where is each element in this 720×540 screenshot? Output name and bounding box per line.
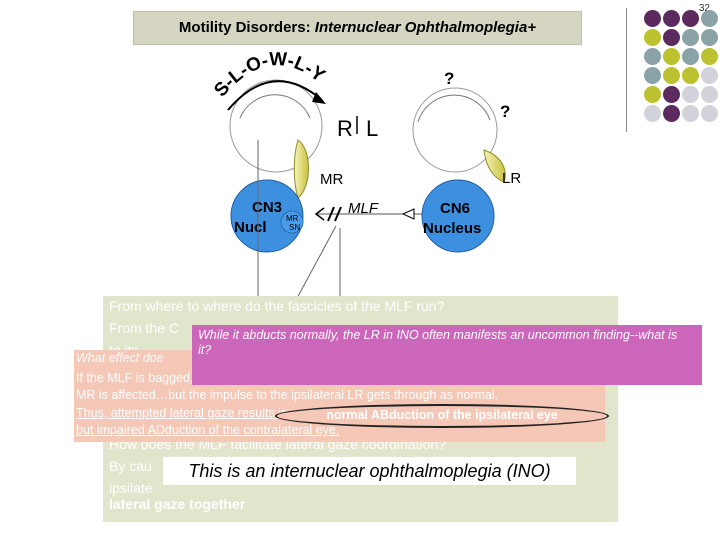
decorative-dot <box>701 29 718 46</box>
decorative-dot <box>682 67 699 84</box>
left-eye <box>412 87 498 173</box>
decorative-dot <box>682 10 699 27</box>
mlf-arrow-right <box>401 208 415 220</box>
mr-subnucleus <box>280 210 304 234</box>
green-a2-cont: ipsilate <box>109 480 153 496</box>
decorative-dot <box>663 105 680 122</box>
decorative-dot <box>644 48 661 65</box>
lesion-slash-1 <box>327 206 335 222</box>
lr-label: LR <box>502 170 521 187</box>
green-a2-start: By cau <box>109 458 152 474</box>
left-eye-lid-line <box>417 94 491 123</box>
decorative-dot <box>701 105 718 122</box>
decorative-dot <box>663 86 680 103</box>
green-a2-bold: lateral gaze together <box>109 496 246 512</box>
decorative-dot <box>701 67 718 84</box>
abduction-callout: normal ABduction of the ipsilateral eye <box>275 404 609 428</box>
mlf-label: MLF <box>348 200 379 217</box>
decorative-dot <box>644 105 661 122</box>
lateral-rectus-muscle <box>483 149 506 183</box>
decorative-dot <box>682 29 699 46</box>
cn3-nucleus <box>230 179 304 253</box>
question-mark-2: ? <box>500 102 510 121</box>
slowly-arrowhead <box>312 92 326 104</box>
cn3-label-line2: Nucl <box>234 219 267 236</box>
decorative-dot <box>644 29 661 46</box>
cn6-label-line2: Nucleus <box>423 220 481 237</box>
right-eye-lid-line <box>239 94 311 119</box>
pointer-line-2 <box>295 225 337 300</box>
decorative-dot <box>644 67 661 84</box>
salmon-line-2: MR is affected…but the impulse to the ip… <box>76 388 499 402</box>
decorative-dot <box>682 105 699 122</box>
salmon-question: What effect doe <box>76 351 164 365</box>
decorative-dot <box>663 10 680 27</box>
decorative-dot <box>701 48 718 65</box>
salmon-line-4: but impaired ADduction of the contralate… <box>76 423 340 437</box>
mr-subnucleus-label2: SN <box>289 223 300 232</box>
question-mark-1: ? <box>444 69 454 88</box>
decorative-dot <box>701 86 718 103</box>
divider-line <box>626 8 627 132</box>
right-side-label: R <box>337 116 353 141</box>
title-main: Motility Disorders: <box>178 19 315 36</box>
decorative-dot <box>701 10 718 27</box>
eye-diagram: S-L-O-W-L-Y ? ? R L MR LR CN3 Nucl MR SN… <box>210 49 521 300</box>
title-italic: Internuclear Ophthalmoplegia+ <box>314 19 537 36</box>
green-a1-start: From the C <box>109 320 180 336</box>
page-number: 32 <box>698 3 710 14</box>
slowly-arc-arrow <box>227 80 323 111</box>
cn6-label-line1: CN6 <box>440 200 470 217</box>
decorative-dot <box>663 67 680 84</box>
mr-label: MR <box>320 171 343 188</box>
lesion-slash-2 <box>334 206 342 222</box>
left-side-label: L <box>366 116 378 141</box>
pink-question-text: While it abducts normally, the LR in INO… <box>198 328 678 357</box>
mlf-arrow-left <box>314 207 325 221</box>
cn3-label-line1: CN3 <box>252 199 282 216</box>
slide-title: Motility Disorders: Internuclear Ophthal… <box>133 11 582 45</box>
pink-question-panel: While it abducts normally, the LR in INO… <box>192 325 702 385</box>
salmon-line-3: Thus, attempted lateral gaze results in <box>76 406 288 420</box>
green-q1: From where to where do the fascicles of … <box>109 298 445 314</box>
ino-banner: This is an internuclear ophthalmoplegia … <box>163 457 576 485</box>
decorative-dot <box>663 29 680 46</box>
cn6-nucleus <box>421 179 495 253</box>
mr-subnucleus-label1: MR <box>286 214 299 223</box>
decorative-dot <box>644 10 661 27</box>
decorative-dot <box>682 86 699 103</box>
decorative-dot <box>644 86 661 103</box>
decorative-dot <box>682 48 699 65</box>
decorative-dot <box>663 48 680 65</box>
